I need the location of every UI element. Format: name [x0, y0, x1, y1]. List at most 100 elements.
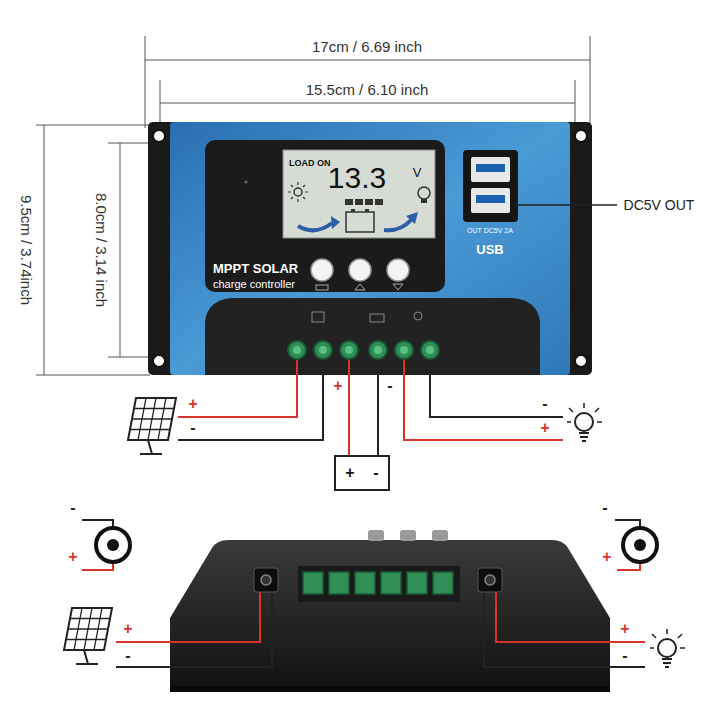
flow-arrow	[384, 220, 411, 230]
menu-button	[311, 259, 333, 281]
screw-head	[293, 346, 301, 354]
terminal-slot	[303, 572, 323, 594]
screw-terminal	[288, 341, 306, 359]
battery-polarity: +	[345, 465, 354, 481]
usb-port-tongue	[476, 195, 505, 203]
polarity-sign: -	[602, 500, 607, 516]
polarity-sign: -	[622, 648, 627, 664]
mounting-hole	[153, 130, 165, 142]
sun-icon	[294, 188, 302, 196]
solar-panel-frame	[128, 398, 176, 440]
polarity-sign: +	[68, 549, 77, 565]
screw-terminal	[314, 341, 332, 359]
terminal-band	[205, 298, 540, 375]
usb-port	[471, 157, 510, 182]
controller-face	[170, 122, 570, 375]
screw-head	[374, 346, 382, 354]
bulb-icon	[567, 403, 602, 441]
lcd-background	[283, 150, 435, 238]
bulb-rays	[567, 403, 602, 422]
wire	[496, 586, 645, 642]
menu-button	[387, 259, 409, 281]
voltage-reading: 13.3	[328, 163, 386, 193]
solar-panel-icon	[128, 398, 176, 454]
screw-terminal	[369, 341, 387, 359]
dimension-label: 15.5cm / 6.10 inch	[306, 82, 429, 97]
wire	[116, 586, 260, 642]
lcd-bulb-base	[421, 199, 427, 203]
polarity-sign: +	[333, 378, 342, 394]
brand-title: MPPT SOLAR	[213, 262, 298, 275]
sensor-dot	[244, 180, 247, 183]
solar-panel-stand	[140, 440, 162, 454]
screw-terminal	[395, 341, 413, 359]
bulb-mark	[414, 312, 422, 320]
battery-symbol: +-	[334, 455, 390, 491]
dimension-label: 8.0cm / 3.14 inch	[94, 193, 109, 307]
terminal-slot	[355, 572, 375, 594]
dimension-label: 9.5cm / 3.74inch	[19, 195, 34, 305]
display-bezel	[205, 140, 445, 292]
dimension-tick	[36, 125, 150, 126]
button-icon	[393, 284, 403, 290]
screw-head	[426, 346, 434, 354]
wire	[178, 350, 323, 440]
wire-connector	[348, 375, 350, 455]
dc-jack	[478, 568, 502, 592]
dimension-line	[145, 60, 590, 61]
mounting-hole	[575, 355, 587, 367]
side-button	[368, 530, 384, 541]
polarity-sign: -	[125, 648, 130, 664]
wire	[484, 586, 645, 667]
bulb-rays	[650, 629, 685, 648]
sun-rays	[288, 182, 308, 202]
bulb-icon	[650, 629, 685, 667]
leader-line	[514, 204, 617, 206]
dc-plug-symbol	[96, 528, 130, 562]
usb-mark: USB	[476, 243, 503, 256]
screw-terminal	[421, 341, 439, 359]
terminal-slot	[329, 572, 349, 594]
menu-button	[349, 259, 371, 281]
mounting-hole	[153, 355, 165, 367]
mounting-hole	[575, 130, 587, 142]
lcd-screen: LOAD ON13.3V	[283, 150, 435, 238]
lcd-battery-post	[365, 209, 369, 212]
bulb-base	[662, 659, 672, 667]
flow-arrow	[298, 223, 332, 230]
button-icon	[316, 285, 328, 290]
lcd-battery-post	[351, 209, 355, 212]
solar-panel-stand	[76, 650, 98, 664]
dc-plug-symbol	[623, 528, 657, 562]
dimension-tick	[160, 80, 161, 128]
dimension-line	[120, 143, 121, 357]
wire	[116, 586, 272, 667]
usb-housing	[463, 150, 518, 222]
controller-side-housing	[170, 540, 610, 692]
dimension-tick	[590, 36, 591, 128]
dc-jack	[254, 568, 278, 592]
flow-arrow-head	[406, 212, 418, 224]
screw-head	[400, 346, 408, 354]
wire	[178, 350, 297, 417]
dimension-tick	[575, 80, 576, 128]
brand-subtitle: charge controller	[213, 279, 295, 290]
polarity-sign: -	[542, 396, 547, 412]
dimension-line	[160, 103, 575, 104]
load-status: LOAD ON	[289, 159, 331, 168]
side-button	[400, 530, 416, 541]
terminal-slot	[407, 572, 427, 594]
bulb-base	[579, 433, 589, 441]
dc-plug-pin	[107, 539, 119, 551]
bulb-glass	[575, 413, 593, 431]
wire-connector	[377, 375, 379, 455]
dimension-tick	[36, 375, 150, 376]
screw-head	[319, 346, 327, 354]
side-button	[432, 530, 448, 541]
dimension-label: 17cm / 6.69 inch	[312, 39, 422, 54]
dimension-line	[44, 125, 45, 375]
screw-terminal	[340, 341, 358, 359]
charge-bar	[355, 199, 363, 205]
